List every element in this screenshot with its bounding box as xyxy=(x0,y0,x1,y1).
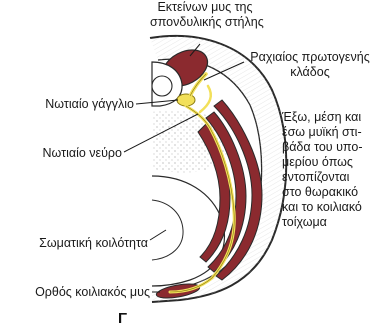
label-layers-line2: έσω μυϊκή στι- xyxy=(282,125,382,140)
label-layers-line4: μερίου όπως xyxy=(282,155,382,170)
label-rectus-abdominis-text: Ορθός κοιλιακός μυς xyxy=(4,285,150,300)
label-extensor-line2: σπονδυλικής στήλης xyxy=(150,15,260,30)
label-layers-line3: βάδα του υπο- xyxy=(282,140,382,155)
spinal-ganglion xyxy=(177,94,195,106)
label-spinal-nerve: Νωτιαίο νεύρο xyxy=(20,146,122,161)
label-dorsal-ramus: Ραχιαίος πρωτογενής κλάδος xyxy=(240,50,380,80)
label-body-cavity-text: Σωματική κοιλότητα xyxy=(4,236,148,251)
figure-letter: Γ xyxy=(118,310,127,327)
label-spinal-ganglion-text: Νωτιαίο γάγγλιο xyxy=(20,97,134,112)
label-layers-line8: τοίχωμα xyxy=(282,215,382,230)
label-spinal-ganglion: Νωτιαίο γάγγλιο xyxy=(20,97,134,112)
label-dorsal-ramus-line1: Ραχιαίος πρωτογενής xyxy=(240,50,380,65)
label-dorsal-ramus-line2: κλάδος xyxy=(240,65,380,80)
neural-tube xyxy=(152,76,172,96)
label-muscle-layers: Έξω, μέση και έσω μυϊκή στι- βάδα του υπ… xyxy=(282,110,382,230)
label-extensor-muscle: Εκτείνων μυς της σπονδυλικής στήλης xyxy=(150,0,260,30)
nerve-branch xyxy=(200,86,211,112)
label-layers-line1: Έξω, μέση και xyxy=(282,110,382,125)
label-spinal-nerve-text: Νωτιαίο νεύρο xyxy=(20,146,122,161)
label-rectus-abdominis: Ορθός κοιλιακός μυς xyxy=(4,285,150,300)
label-extensor-line1: Εκτείνων μυς της xyxy=(150,0,260,15)
label-layers-line5: εντοπίζονται xyxy=(282,170,382,185)
label-layers-line6: στο θωρακικό xyxy=(282,185,382,200)
leader-body-cavity xyxy=(150,230,166,240)
gut-outline xyxy=(152,200,183,260)
label-body-cavity: Σωματική κοιλότητα xyxy=(4,236,148,251)
label-layers-line7: και το κοιλιακό xyxy=(282,200,382,215)
